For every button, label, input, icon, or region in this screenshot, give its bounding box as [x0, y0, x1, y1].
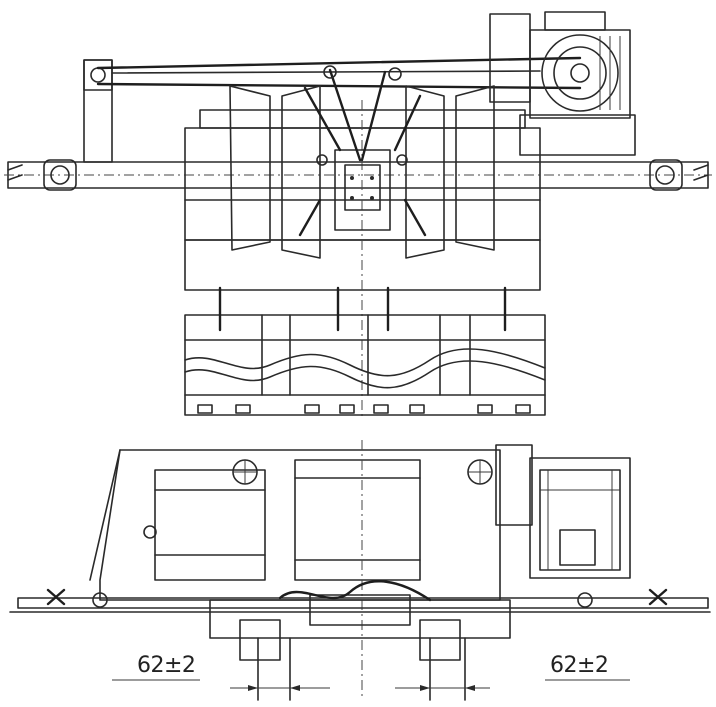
dimension-right-label: 62±2	[550, 653, 609, 678]
elevation-view	[9, 440, 711, 701]
plan-view	[4, 11, 712, 420]
dimension-left-label: 62±2	[137, 653, 196, 678]
